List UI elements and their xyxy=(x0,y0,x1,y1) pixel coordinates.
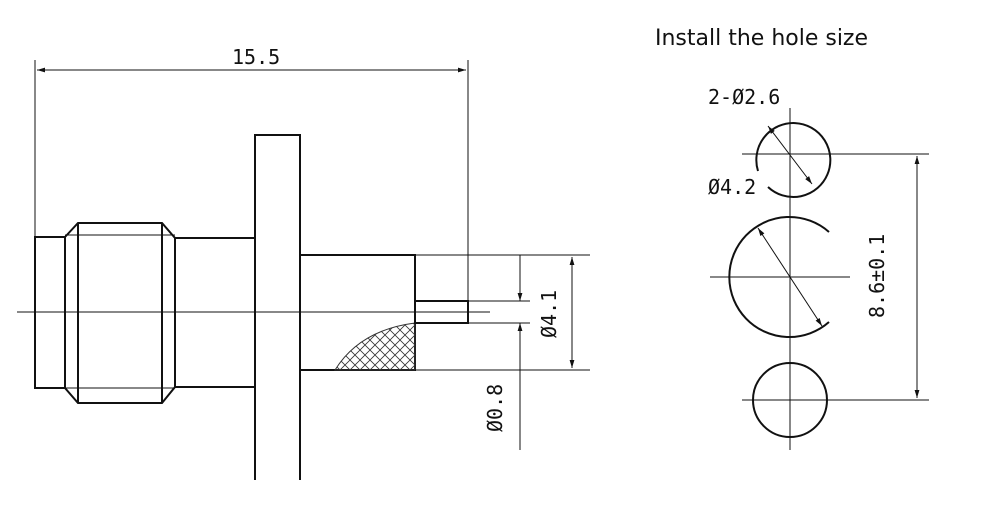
mounting-holes-label: 2-Ø2.6 xyxy=(708,85,780,109)
insulator-hatch xyxy=(334,322,416,371)
mounting-hole-top xyxy=(755,122,832,198)
coupling-nut xyxy=(64,222,176,404)
length-label: 15.5 xyxy=(232,45,280,69)
center-hole xyxy=(728,216,830,338)
flange xyxy=(254,134,301,480)
spacing-label: 8.6±0.1 xyxy=(865,234,889,318)
hole-size-title: Install the hole size xyxy=(655,26,868,51)
hole-pattern xyxy=(710,108,929,450)
center-hole-label: Ø4.2 xyxy=(708,175,756,199)
body-diameter-label: Ø4.1 xyxy=(537,290,561,338)
connector-side-view xyxy=(17,60,590,480)
center-pin xyxy=(414,300,469,324)
pin-diameter-label: Ø0.8 xyxy=(483,384,507,432)
mounting-hole-bottom xyxy=(752,362,828,438)
